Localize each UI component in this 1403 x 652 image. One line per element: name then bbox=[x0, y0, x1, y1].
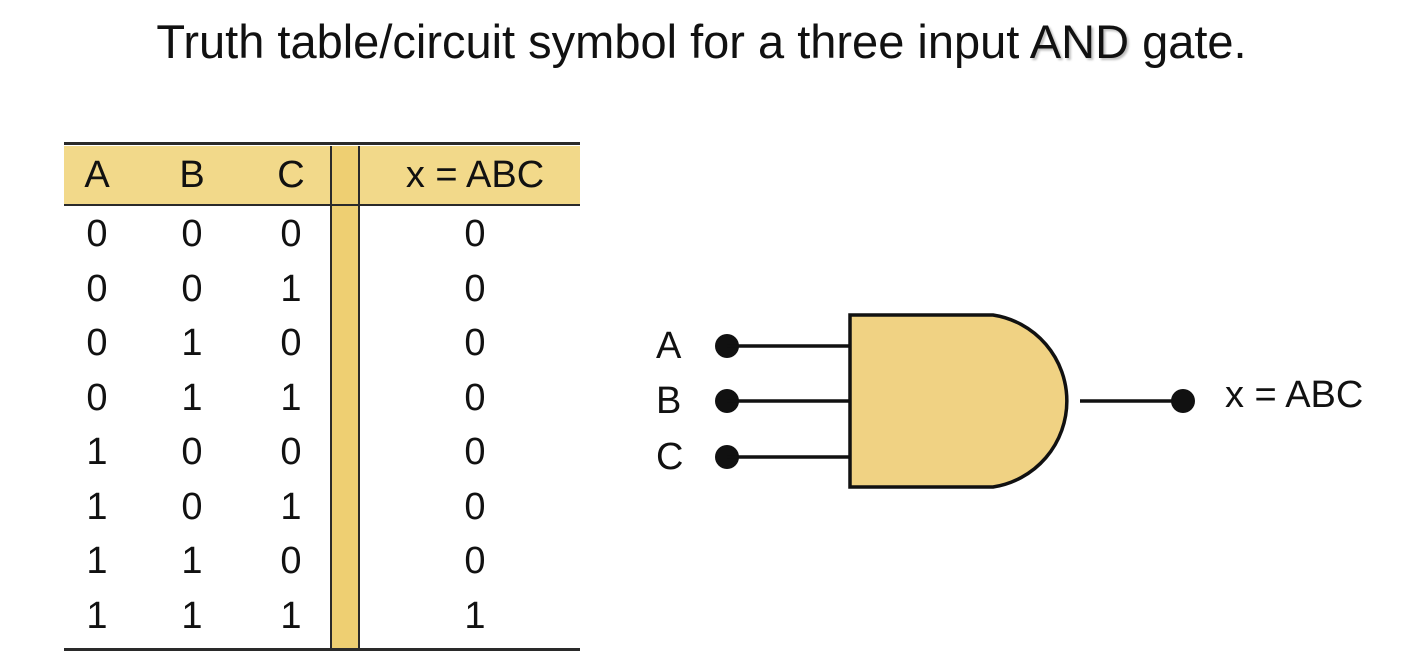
input-cell: 1 bbox=[181, 540, 203, 582]
header-a: A bbox=[84, 154, 110, 196]
input-cell: 1 bbox=[181, 594, 203, 637]
header-rule bbox=[64, 204, 580, 206]
input-cell: 0 bbox=[181, 267, 203, 310]
input-cell: 0 bbox=[86, 213, 108, 255]
header-band bbox=[64, 146, 580, 205]
input-cell: 1 bbox=[280, 594, 302, 637]
gate-output-label: x = ABC bbox=[1225, 374, 1364, 416]
gate-input-label-b: B bbox=[656, 380, 682, 422]
input-wire-a bbox=[715, 334, 850, 358]
title-suffix: gate. bbox=[1129, 15, 1247, 68]
output-cell: 0 bbox=[464, 540, 486, 582]
input-cell: 0 bbox=[86, 322, 108, 364]
input-cell: 1 bbox=[280, 485, 302, 528]
input-cell: 0 bbox=[280, 540, 302, 582]
bottom-rule bbox=[64, 648, 580, 651]
output-wire bbox=[1080, 389, 1195, 413]
output-cell: 0 bbox=[464, 267, 486, 310]
input-cell: 1 bbox=[86, 540, 108, 582]
output-cell: 0 bbox=[464, 431, 486, 473]
title-highlight: AND bbox=[1029, 15, 1130, 68]
input-cell: 0 bbox=[280, 213, 302, 255]
input-wire-b bbox=[715, 389, 850, 413]
output-cell: 1 bbox=[464, 594, 486, 637]
input-cell: 1 bbox=[280, 376, 302, 419]
input-cell: 0 bbox=[181, 213, 203, 255]
input-cell: 0 bbox=[280, 322, 302, 364]
input-cell: 0 bbox=[181, 431, 203, 473]
gate-input-label-c: C bbox=[656, 436, 684, 478]
header-output: x = ABC bbox=[405, 154, 545, 196]
output-cell: 0 bbox=[464, 376, 486, 419]
input-wire-c bbox=[715, 445, 850, 469]
input-cell: 1 bbox=[86, 594, 108, 637]
header-b: B bbox=[179, 154, 205, 196]
column-divider bbox=[330, 146, 360, 650]
output-cell: 0 bbox=[464, 213, 486, 255]
gate-input-label-a: A bbox=[656, 325, 682, 367]
input-cell: 1 bbox=[181, 322, 203, 364]
output-cell: 0 bbox=[464, 322, 486, 364]
input-cell: 1 bbox=[86, 485, 108, 528]
input-cell: 1 bbox=[181, 376, 203, 419]
input-cell: 0 bbox=[86, 376, 108, 419]
truth-table: A B C x = ABC 0 0 0 0 0 0 1 0 0 1 0 0 0 1 1 0 1 0 0 0 1 0 1 0 1 1… bbox=[64, 142, 581, 652]
page-title: Truth table/circuit symbol for a three i… bbox=[0, 10, 1403, 74]
top-rule bbox=[64, 142, 580, 145]
header-c: C bbox=[277, 154, 305, 196]
and-gate-body bbox=[848, 313, 1069, 489]
input-cell: 0 bbox=[86, 267, 108, 310]
input-cell: 1 bbox=[86, 431, 108, 473]
output-cell: 0 bbox=[464, 485, 486, 528]
input-cell: 1 bbox=[280, 267, 302, 310]
title-prefix: Truth table/circuit symbol for a three i… bbox=[156, 15, 1030, 68]
input-cell: 0 bbox=[280, 431, 302, 473]
input-cell: 0 bbox=[181, 485, 203, 528]
